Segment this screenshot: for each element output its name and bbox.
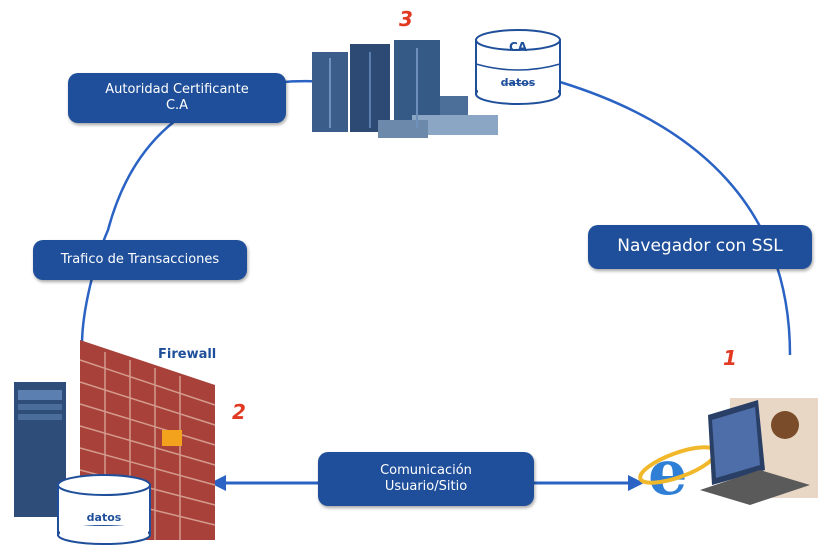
step-number-2: 2 <box>232 400 246 424</box>
browser-box: Navegador con SSL <box>588 225 812 269</box>
site-db-label: datos <box>86 511 122 524</box>
traffic-label: Trafico de Transacciones <box>60 251 220 267</box>
firewall-label: Firewall <box>158 347 217 362</box>
server-cluster-icon <box>312 40 498 138</box>
site-database-icon <box>57 474 151 545</box>
arrowhead-right <box>628 475 644 491</box>
laptop-icon <box>700 398 818 505</box>
ca-db-top-label: CA <box>508 40 528 54</box>
communication-line1: Comunicación <box>380 462 472 478</box>
database-icon <box>475 29 561 105</box>
svg-text:e: e <box>648 436 687 509</box>
communication-box: Comunicación Usuario/Sitio <box>318 452 534 506</box>
browser-label: Navegador con SSL <box>617 236 783 257</box>
cycle-line-right <box>559 80 792 356</box>
traffic-box: Trafico de Transacciones <box>33 240 247 280</box>
communication-line2: Usuario/Sitio <box>384 479 468 494</box>
step-number-1: 1 <box>723 346 737 370</box>
ca-db-bottom-label: datos <box>500 76 536 89</box>
internet-explorer-icon: e <box>638 436 718 509</box>
ca-authority-line1: Autoridad Certificante <box>105 81 249 97</box>
ca-authority-line2: C.A <box>165 98 189 113</box>
arrowhead-left <box>210 475 226 491</box>
ca-authority-box: Autoridad Certificante C.A <box>68 73 286 123</box>
step-number-3: 3 <box>399 7 413 31</box>
